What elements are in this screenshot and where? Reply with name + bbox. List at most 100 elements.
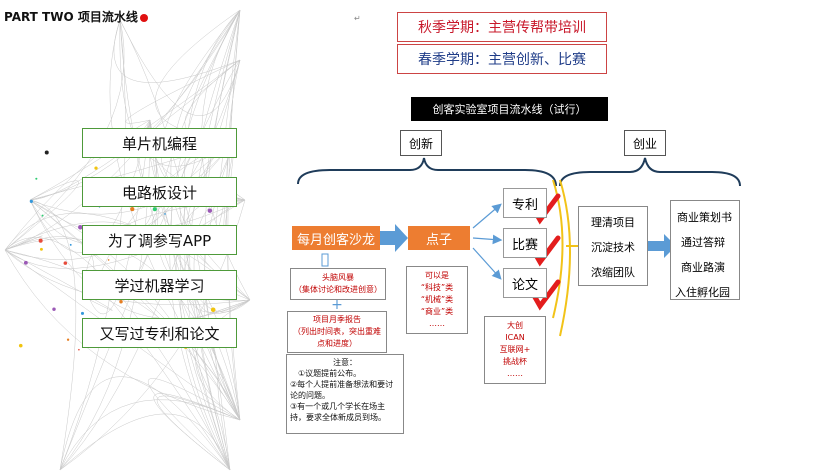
decorative-dot (130, 206, 135, 212)
report-line: （列出时间表，突出重难 (293, 327, 381, 336)
decorative-dot (80, 311, 85, 315)
section-title-text: PART TWO 项目流水线 (4, 10, 138, 24)
decorative-dot (207, 208, 213, 213)
decorative-line (29, 139, 236, 215)
decorative-line (29, 199, 251, 320)
skill-label: 单片机编程 (121, 134, 197, 153)
output-paper-box: 论文 (503, 268, 547, 298)
notes-box: 注意： ①议题提前公布。 ②每个人提前准备想法和要讨论的问题。 ③有一个或几个学… (286, 354, 404, 434)
salon-to-point-arrow (380, 224, 408, 252)
idea-text: 点子 (425, 232, 452, 248)
skill-label: 为了调参写APP (107, 231, 212, 250)
autumn-semester-text: 秋季学期：主营传帮带培训 (418, 20, 586, 36)
yellow-curve-left (552, 179, 564, 319)
decorative-dot (78, 225, 83, 230)
report-line: 点和进度） (317, 339, 357, 348)
brainstorm-box: 头脑风暴 （集体讨论和改进创意） (290, 268, 386, 300)
decorative-dot (18, 343, 23, 348)
brainstorm-subtitle: （集体讨论和改进创意） (294, 285, 382, 294)
decorative-line (189, 9, 251, 314)
skill-box-pcb: 电路板设计 (82, 177, 237, 207)
arrow-to-competition (472, 234, 503, 245)
business-item: 商业路演 (681, 261, 725, 274)
competition-item: 挑战杯 (503, 357, 527, 366)
innovation-text: 创新 (408, 136, 433, 151)
types-line: “科技”类 (420, 283, 454, 292)
manage-to-business-arrow (646, 234, 676, 258)
idea-box: 点子 (408, 226, 470, 250)
decorative-dot (38, 238, 43, 243)
red-dot-icon (139, 13, 148, 22)
decorative-dot (107, 259, 110, 261)
spring-semester-text: 春季学期：主营创新、比赛 (418, 52, 586, 68)
skill-box-app: 为了调参写APP (82, 225, 237, 255)
decorative-dot (52, 307, 56, 311)
paragraph-mark: ↵ (354, 14, 361, 23)
skill-box-ml: 学过机器学习 (82, 270, 237, 300)
competition-item: ICAN (505, 333, 525, 342)
monthly-salon-box: 每月创客沙龙 (292, 226, 380, 250)
manage-item: 理清项目 (591, 216, 635, 229)
decorative-dot (39, 247, 43, 251)
decorative-line (29, 199, 77, 471)
decorative-line (119, 19, 241, 116)
project-management-box: 理清项目 沉淀技术 浓缩团队 (578, 206, 648, 286)
skill-label: 学过机器学习 (114, 276, 205, 295)
decorative-line (4, 249, 241, 421)
spring-semester-box: 春季学期：主营创新、比赛 (397, 44, 607, 74)
business-item: 通过答辩 (681, 236, 725, 249)
arrow-to-patent (472, 203, 502, 229)
decorative-line (4, 213, 251, 301)
decorative-dot (164, 213, 166, 215)
decorative-dot (29, 199, 33, 203)
pipeline-banner-text: 创客实验室项目流水线（试行） (432, 103, 587, 116)
decorative-dot (210, 307, 216, 313)
note-item: ③有一个或几个学长在场主持，要求全体新成员到场。 (290, 402, 386, 422)
decorative-line (4, 9, 241, 251)
decorative-line (195, 299, 251, 421)
types-line: …… (429, 319, 445, 328)
competition-text: 比赛 (511, 237, 538, 253)
decorative-line (217, 373, 241, 471)
project-types-box: 可以是 “科技”类 “机械”类 “商业”类 …… (406, 266, 468, 334)
section-title: PART TWO 项目流水线 (4, 8, 148, 25)
decorative-dot (66, 338, 70, 341)
decorative-dot (63, 261, 68, 265)
competitions-box: 大创 ICAN 互联网+ 挑战杯 …… (484, 316, 546, 384)
skill-box-mcu: 单片机编程 (82, 128, 237, 158)
competition-item: …… (507, 369, 523, 378)
decorative-dot (78, 348, 80, 351)
paper-text: 论文 (511, 277, 538, 293)
decorative-dot (152, 207, 157, 212)
decorative-line (4, 235, 43, 251)
decorative-dot (23, 260, 28, 265)
arrow-to-paper (472, 247, 502, 280)
types-line: “商业”类 (420, 307, 454, 316)
innovation-label-box: 创新 (400, 130, 442, 156)
skill-label: 电路板设计 (121, 183, 197, 202)
decorative-line (125, 59, 241, 124)
report-box: 项目月季报告 （列出时间表，突出重难 点和进度） (287, 311, 387, 353)
competition-item: 大创 (507, 321, 523, 330)
note-item: ①议题提前公布。 (298, 369, 362, 378)
decorative-dot (69, 243, 72, 246)
types-line: “机械”类 (420, 295, 454, 304)
startup-text: 创业 (632, 136, 657, 151)
decorative-line (59, 413, 231, 471)
startup-brace (559, 157, 741, 187)
plus-sign: + (331, 297, 343, 313)
output-competition-box: 比赛 (503, 228, 547, 258)
decorative-dot (41, 214, 44, 217)
decorative-line (4, 249, 113, 311)
brainstorm-title: 头脑风暴 (322, 273, 354, 282)
report-title: 项目月季报告 (313, 315, 361, 324)
decorative-dot (44, 150, 49, 155)
decorative-dot (119, 299, 123, 304)
notes-title: 注意： (333, 358, 357, 367)
skill-box-papers: 又写过专利和论文 (82, 318, 237, 348)
yellow-curve-right (559, 179, 571, 337)
skill-label: 又写过专利和论文 (99, 324, 220, 343)
decorative-dot (35, 177, 38, 180)
decorative-line (29, 199, 231, 471)
business-item: 入住孵化园 (675, 286, 730, 299)
